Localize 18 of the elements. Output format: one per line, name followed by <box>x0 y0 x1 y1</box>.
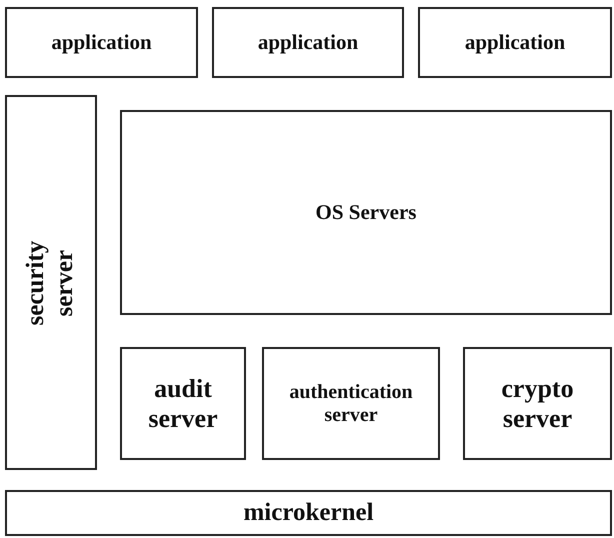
box-label: application <box>51 30 152 55</box>
microkernel-box <box>5 490 612 536</box>
box-label: application <box>258 30 358 55</box>
application-box <box>212 7 404 78</box>
box-label: OS Servers <box>316 200 416 225</box>
os-servers-box <box>120 110 612 315</box>
box-label: application <box>464 30 566 55</box>
box-label: authentication server <box>288 380 414 426</box>
box-label: microkernel <box>243 498 374 528</box>
authentication-server-box <box>262 347 440 460</box>
box-label: security server <box>22 239 79 327</box>
audit-server-box <box>120 347 246 460</box>
crypto-server-box <box>463 347 612 460</box>
box-label: audit server <box>147 374 219 434</box>
box-label: crypto server <box>500 374 575 434</box>
security-server-box <box>5 95 97 470</box>
application-box <box>5 7 198 78</box>
application-box <box>418 7 612 78</box>
